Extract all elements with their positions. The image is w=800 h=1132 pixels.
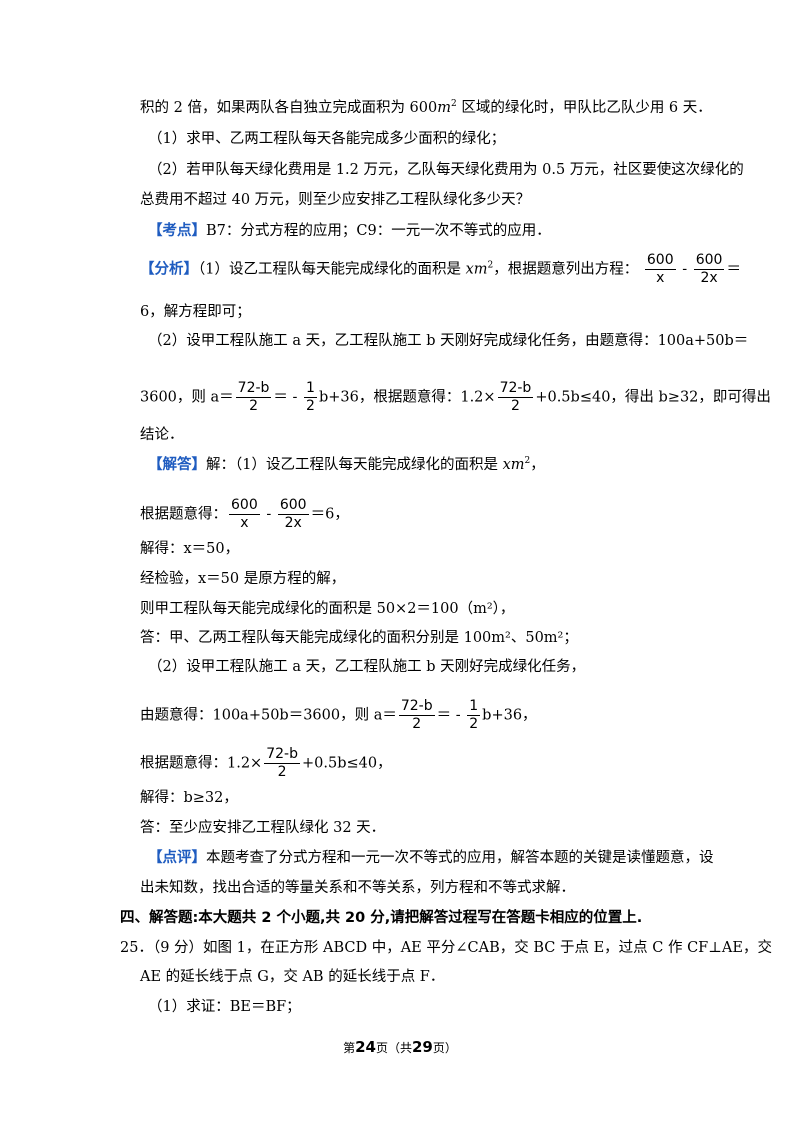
jieda-line1: 【解答】解：（1）设乙工程队每天能完成绿化的面积是 xm2， — [148, 456, 545, 473]
fenxi-line2: 6，解方程即可； — [140, 304, 251, 320]
section-4-heading: 四、解答题:本大题共 2 个小题,共 20 分,请把解答过程写在答题卡相应的位置… — [120, 910, 643, 926]
jieda-line11: 答：至少应安排乙工程队绿化 32 天． — [140, 820, 386, 836]
fenxi-line1: 【分析】（1）设乙工程队每天能完成绿化的面积是 xm2，根据题意列出方程： 60… — [140, 252, 741, 286]
problem-25-line3: （1）求证：BE＝BF； — [148, 999, 301, 1015]
fenxi-line5: 结论． — [140, 427, 184, 443]
fenxi-line3: （2）设甲工程队施工 a 天，乙工程队施工 b 天刚好完成绿化任务，由题意得：1… — [148, 333, 749, 349]
page-footer: 第24页（共29页） — [343, 1038, 457, 1056]
problem-intro-tail: 积的 2 倍，如果两队各自独立完成面积为 600m2 区域的绿化时，甲队比乙队少… — [140, 99, 712, 117]
question-2-line2: 总费用不超过 40 万元，则至少应安排乙工程队绿化多少天？ — [140, 192, 531, 208]
dianping-line2: 出未知数，找出合适的等量关系和不等关系，列方程和不等式求解． — [140, 880, 575, 896]
jieda-line10: 解得：b≥32， — [140, 790, 238, 806]
kaodian-tag: 【考点】 — [148, 222, 206, 239]
dianping-line1: 【点评】本题考查了分式方程和一元一次不等式的应用，解答本题的关键是读懂题意，设 — [148, 849, 714, 866]
problem-25-line1: 25．（9 分）如图 1，在正方形 ABCD 中，AE 平分∠CAB，交 BC … — [120, 940, 772, 956]
problem-25-line2: AE 的延长线于点 G，交 AB 的延长线于点 F． — [140, 969, 445, 985]
jieda-line5: 则甲工程队每天能完成绿化的面积是 50×2＝100（m²）， — [140, 601, 515, 617]
jieda-line6: 答：甲、乙两工程队每天能完成绿化的面积分别是 100m²、50m²； — [140, 630, 578, 646]
kaodian-line: 【考点】B7：分式方程的应用；C9：一元一次不等式的应用． — [148, 222, 551, 239]
jieda-line4: 经检验，x＝50 是原方程的解， — [140, 571, 346, 587]
question-2-line1: （2）若甲队每天绿化费用是 1.2 万元，乙队每天绿化费用为 0.5 万元，社区… — [148, 162, 744, 178]
jieda-tag: 【解答】 — [148, 456, 206, 473]
question-1: （1）求甲、乙两工程队每天各能完成多少面积的绿化； — [148, 131, 506, 147]
dianping-tag: 【点评】 — [148, 849, 206, 866]
current-page-number: 24 — [355, 1038, 376, 1056]
fenxi-tag: 【分析】 — [140, 260, 198, 278]
jieda-line7: （2）设甲工程队施工 a 天，乙工程队施工 b 天刚好完成绿化任务， — [148, 659, 586, 675]
total-pages-number: 29 — [412, 1038, 433, 1056]
jieda-line3: 解得：x＝50， — [140, 541, 240, 557]
